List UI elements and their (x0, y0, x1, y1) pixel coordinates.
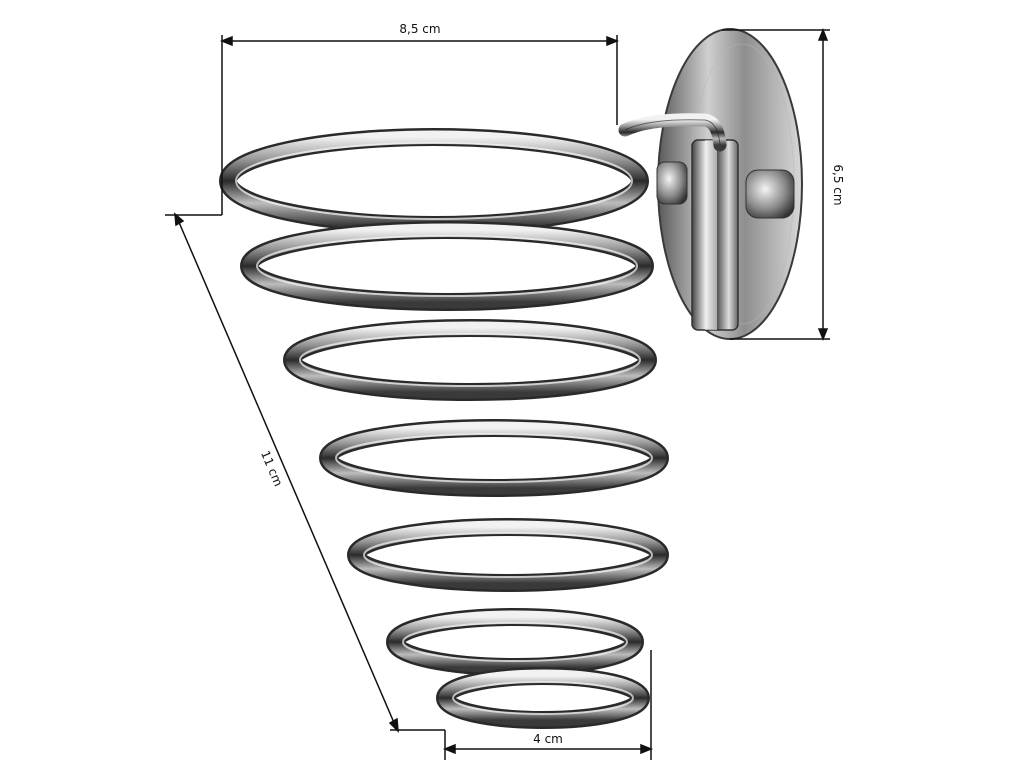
dimension-bottom-width (442, 650, 654, 760)
dimension-spiral-length-label: 11 cm (258, 449, 285, 489)
screw-right (745, 169, 795, 219)
dimension-plate-height (722, 27, 830, 342)
dimension-spiral-length (165, 212, 445, 733)
mount-bracket (691, 139, 739, 331)
dimension-top-width-label: 8,5 cm (399, 22, 440, 36)
screw-left (656, 161, 688, 205)
spiral-coil (219, 128, 669, 729)
dimension-bottom-width-label: 4 cm (533, 732, 563, 746)
dimension-top-width (219, 35, 620, 215)
dimension-plate-height-label: 6,5 cm (831, 164, 845, 205)
